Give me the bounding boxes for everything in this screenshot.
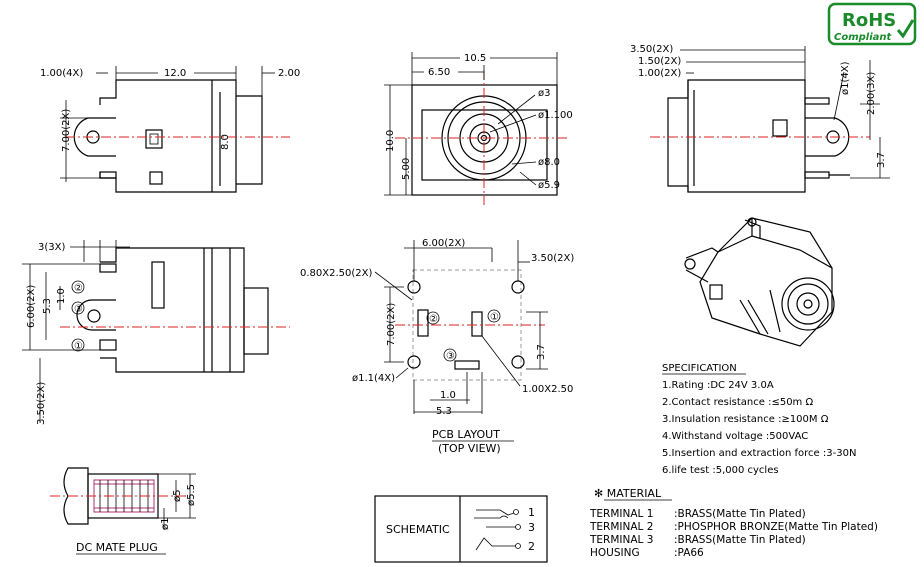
dim-7-00-2x: 7.00(2X) [61, 109, 72, 152]
pcb-pin-1: ① [490, 312, 499, 323]
front-view: 10.5 6.50 10.0 5.00 ø3 ø1.100 ø8.0 ø5.9 [384, 51, 573, 205]
side-view-b: 3.50(2X) 1.50(2X) 1.00(2X) ø1(4X) 2.00(3… [630, 44, 890, 193]
dim-10-5: 10.5 [464, 53, 486, 64]
dim-2-00-3x: 2.00(3X) [866, 72, 877, 115]
dim-6-50: 6.50 [428, 67, 450, 78]
pcb-dim-hole: ø1.1(4X) [352, 373, 395, 384]
rohs-badge: RoHS Compliant [827, 2, 917, 46]
pcb-pin-2: ② [429, 314, 438, 325]
material-term: TERMINAL 1 [589, 508, 653, 520]
pin-1-label: ① [74, 341, 83, 352]
material-title: ✻ MATERIAL [594, 487, 662, 500]
dim-1-50-2x: 1.50(2X) [638, 56, 681, 67]
material-term: TERMINAL 3 [589, 534, 653, 546]
dim-dia-3: ø3 [538, 88, 550, 99]
dim-12-0: 12.0 [164, 68, 186, 79]
rohs-text: RoHS [842, 10, 896, 31]
side-view-a: 1.00(4X) 12.0 2.00 7.00(2X) 8.0 [40, 66, 300, 193]
pcb-layout-subtitle: (TOP VIEW) [438, 442, 501, 455]
dim-dia-5-9: ø5.9 [538, 180, 560, 191]
dim-8-0: 8.0 [220, 134, 231, 150]
compliant-text: Compliant [834, 32, 893, 43]
spec-item: 3.Insulation resistance :≥100M Ω [662, 414, 829, 425]
spec-item: 6.life test :5,000 cycles [662, 465, 779, 476]
dc-mate-plug: ø5 ø5.5 ø1 DC MATE PLUG [50, 467, 197, 555]
dim-10-0: 10.0 [385, 130, 396, 152]
dim-1-00-2x: 1.00(2X) [638, 68, 681, 79]
pcb-dim-0-80x2-50: 0.80X2.50(2X) [300, 268, 372, 279]
pcb-layout: ② ① ③ 6.00(2X) 3.50(2X) 0.80X2.50(2X) 7.… [300, 238, 574, 455]
dim-dia-1-100: ø1.100 [538, 110, 573, 121]
pcb-pin-3: ③ [446, 351, 455, 362]
spec-title: SPECIFICATION [662, 363, 737, 374]
pin-2-label: ② [74, 283, 83, 294]
dim-1-0: 1.0 [56, 288, 67, 304]
dim-2-00: 2.00 [278, 68, 300, 79]
material-value: :BRASS(Matte Tin Plated) [674, 534, 806, 546]
schematic-box: SCHEMATIC 1 3 2 [374, 495, 548, 563]
plug-dim-dia-5-5: ø5.5 [186, 484, 197, 506]
material-value: :PHOSPHOR BRONZE(Matte Tin Plated) [674, 521, 878, 533]
dim-3-50-2x: 3.50(2X) [630, 44, 673, 55]
pcb-dim-3-50-2x: 3.50(2X) [531, 253, 574, 264]
dim-3-50-2x-c: 3.50(2X) [36, 382, 47, 425]
spec-item: 2.Contact resistance :≤50m Ω [662, 397, 813, 408]
dim-dia-8-0: ø8.0 [538, 157, 560, 168]
spec-item: 1.Rating :DC 24V 3.0A [662, 380, 774, 391]
dim-1-00-4x: 1.00(4X) [40, 68, 83, 79]
pcb-dim-1-0: 1.0 [440, 390, 456, 401]
dim-3-3x: 3(3X) [38, 242, 65, 253]
pcb-dim-6-00-2x: 6.00(2X) [422, 238, 465, 249]
pcb-dim-1-00x2-50: 1.00X2.50 [522, 384, 573, 395]
dim-5-00: 5.00 [401, 158, 412, 180]
plug-dim-dia-5: ø5 [172, 490, 183, 502]
schematic-pin-3: 3 [528, 521, 535, 534]
schematic-pin-2: 2 [528, 540, 535, 553]
spec-item: 4.Withstand voltage :500VAC [662, 431, 808, 442]
dim-dia-1-4x: ø1(4X) [840, 61, 851, 95]
specification: SPECIFICATION 1.Rating :DC 24V 3.0A 2.Co… [662, 363, 856, 476]
dim-6-00-2x: 6.00(2X) [26, 285, 37, 328]
plug-dim-dia-1: ø1 [160, 518, 171, 530]
schematic-label: SCHEMATIC [386, 523, 450, 536]
pcb-dim-7-00-2x: 7.00(2X) [386, 303, 397, 346]
isometric-view [684, 217, 835, 347]
side-view-c: ② ③ ① 3(3X) 6.00(2X) 5.3 1.0 3.50(2X) [22, 240, 290, 425]
pcb-dim-3-7: 3.7 [536, 344, 547, 360]
pcb-dim-5-3: 5.3 [436, 406, 452, 417]
material: ✻ MATERIAL TERMINAL 1 :BRASS(Matte Tin P… [589, 487, 878, 559]
check-icon [896, 19, 915, 39]
dim-5-3: 5.3 [42, 298, 53, 314]
pcb-layout-title: PCB LAYOUT [432, 428, 500, 441]
dim-3-7: 3.7 [876, 152, 887, 168]
dc-mate-plug-title: DC MATE PLUG [76, 541, 158, 554]
pin-3-label: ③ [74, 304, 83, 315]
material-term: HOUSING [590, 547, 640, 559]
material-value: :PA66 [674, 547, 704, 559]
material-value: :BRASS(Matte Tin Plated) [674, 508, 806, 520]
schematic-pin-1: 1 [528, 506, 535, 519]
spec-item: 5.Insertion and extraction force :3-30N [662, 448, 856, 459]
material-term: TERMINAL 2 [589, 521, 653, 533]
